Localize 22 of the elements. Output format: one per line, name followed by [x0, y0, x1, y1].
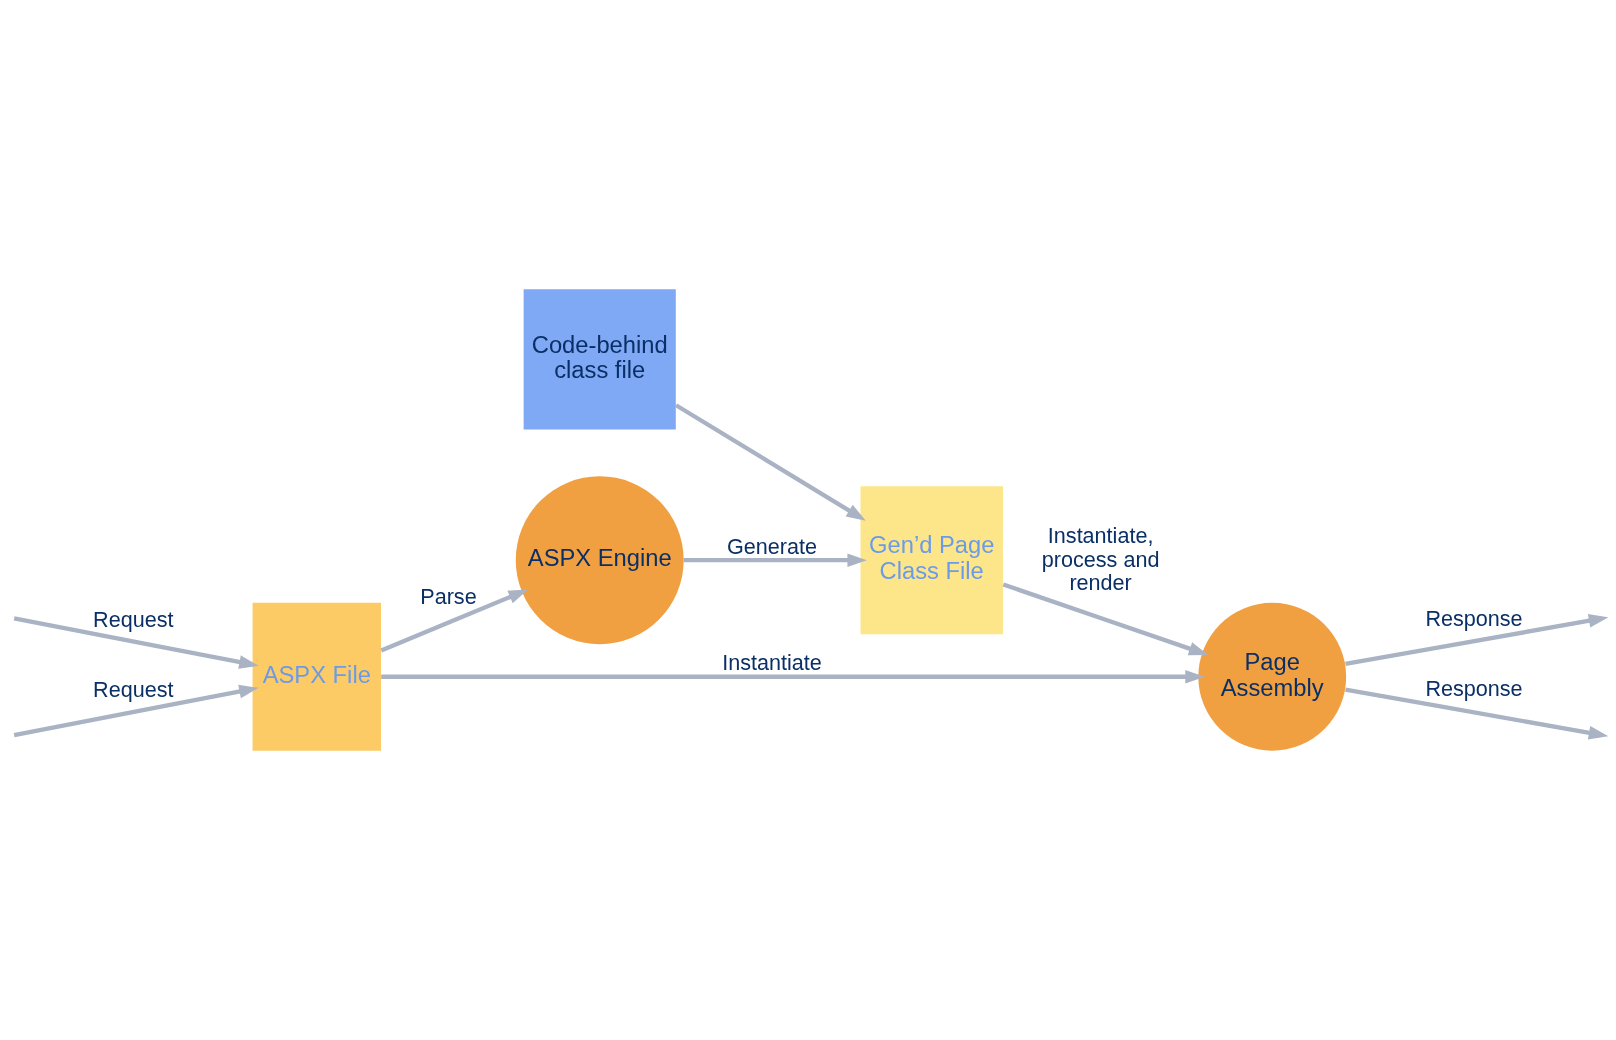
- edge-label: Request: [93, 607, 174, 633]
- edge-label: Instantiate, process and render: [1041, 522, 1160, 596]
- arrow: [380, 589, 529, 653]
- arrow: [381, 669, 1205, 684]
- edge-label: Request: [93, 677, 174, 703]
- arrow: [1002, 582, 1209, 656]
- arrow: [683, 553, 867, 568]
- arrow: [1345, 614, 1608, 667]
- arrow: [674, 403, 866, 521]
- node-box: Gen’d Page Class File: [860, 486, 1003, 635]
- edge-label: Instantiate: [722, 650, 822, 676]
- edge-label: Response: [1425, 606, 1523, 632]
- arrow: [13, 616, 259, 669]
- node-box: Code-behind class file: [523, 289, 676, 430]
- edge-label: Response: [1425, 676, 1523, 702]
- node-box: ASPX File: [252, 602, 381, 751]
- edge-label: Parse: [420, 584, 477, 610]
- node-circle: Page Assembly: [1198, 602, 1347, 751]
- arrow: [13, 684, 259, 738]
- edge-label: Generate: [727, 533, 817, 559]
- node-circle: ASPX Engine: [515, 476, 684, 645]
- arrow: [1345, 687, 1608, 740]
